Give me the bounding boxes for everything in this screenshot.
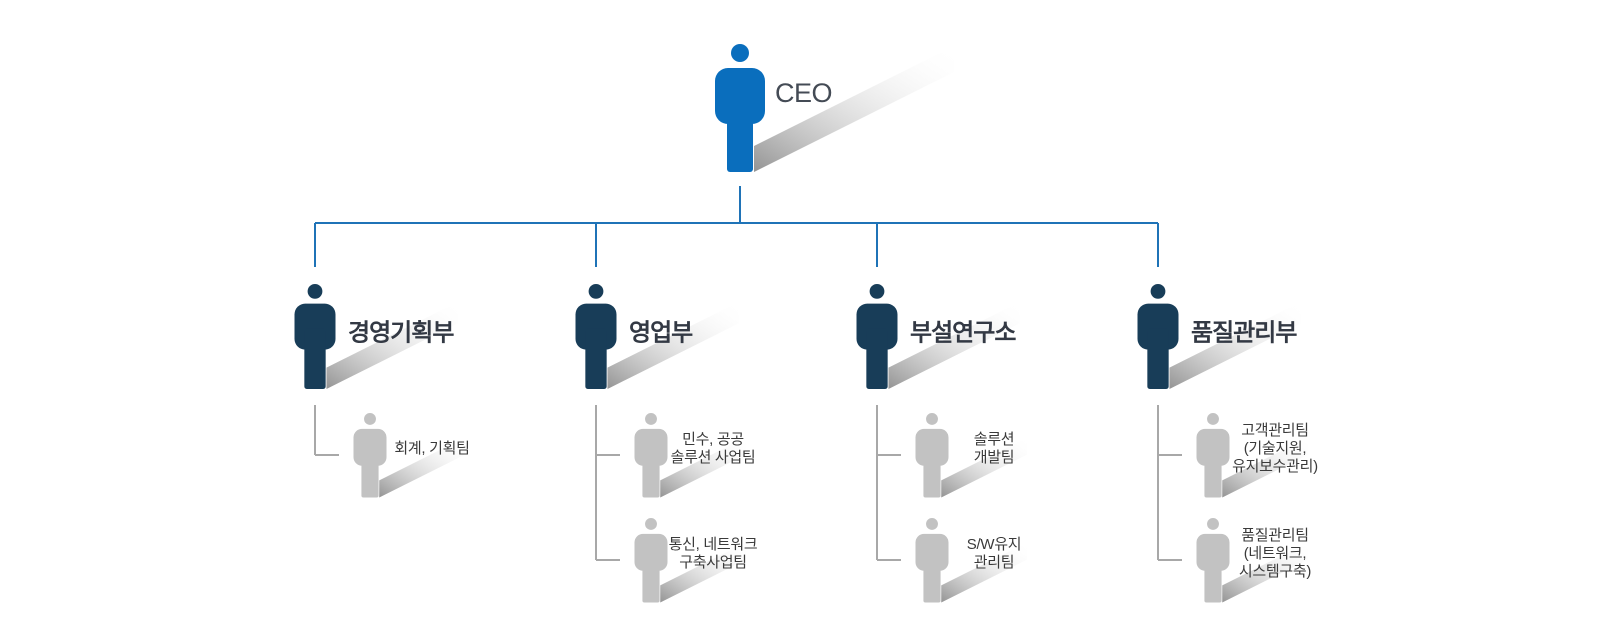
figure-shadow [1222, 542, 1309, 603]
team-name: 개발팀 [974, 449, 1015, 466]
team-name: 시스템구축) [1239, 563, 1312, 580]
team-figure [915, 413, 1028, 498]
figure-shadow [941, 542, 1028, 603]
figure-legs [727, 98, 753, 172]
team-name: S/W유지 [967, 536, 1021, 553]
team-figure [353, 413, 466, 498]
figure-shadow [607, 302, 739, 389]
department-name: 영업부 [629, 319, 693, 346]
figure-head [869, 284, 885, 299]
figure-legs [585, 328, 607, 389]
team-figure [915, 518, 1028, 603]
team-name: 민수, 공공 [682, 431, 744, 448]
department-name: 경영기획부 [348, 319, 454, 346]
department-name: 품질관리부 [1191, 319, 1297, 346]
figure-shadow [1169, 302, 1301, 389]
figure-legs [304, 328, 326, 389]
connectors [314, 186, 1182, 561]
team-name: 고객관리팀 [1241, 422, 1309, 439]
figure-head [364, 413, 376, 425]
ceo-label: CEO [775, 78, 832, 108]
figure-legs [1204, 553, 1222, 603]
team-name: 품질관리팀 [1241, 527, 1309, 544]
figure-legs [642, 553, 660, 603]
figure-shadow [379, 437, 466, 498]
figure-shadow [1222, 437, 1309, 498]
team-name: 솔루션 [974, 431, 1015, 448]
team-name: 유지보수관리) [1232, 458, 1318, 475]
figure-shadow [326, 302, 458, 389]
department-name: 부설연구소 [910, 319, 1016, 346]
team-name: (네트워크, [1244, 545, 1307, 562]
figure-head [645, 518, 657, 530]
figure-shadow [754, 46, 954, 172]
department-figure [575, 284, 739, 389]
department-figure [856, 284, 1020, 389]
team-name: 통신, 네트워크 [669, 536, 758, 553]
figure-shadow [888, 302, 1020, 389]
team-figure [634, 518, 747, 603]
figure-legs [361, 448, 379, 498]
figure-legs [866, 328, 888, 389]
figure-head [645, 413, 657, 425]
team-name: 회계, 기획팀 [394, 440, 469, 457]
figure-legs [923, 448, 941, 498]
team-name: (기술지원, [1244, 440, 1307, 457]
team-name: 관리팀 [974, 554, 1015, 571]
figure-head [1150, 284, 1166, 299]
figure-head [731, 44, 749, 62]
figure-head [307, 284, 323, 299]
department-figure [1137, 284, 1301, 389]
figure-shadow [660, 542, 747, 603]
figure-legs [1147, 328, 1169, 389]
ceo-figure [715, 44, 954, 172]
team-figure [634, 413, 747, 498]
figure-legs [1204, 448, 1222, 498]
figure-legs [642, 448, 660, 498]
team-name: 솔루션 사업팀 [671, 449, 756, 466]
figure-head [926, 413, 938, 425]
figure-head [1207, 413, 1219, 425]
team-figure [1196, 518, 1309, 603]
team-name: 구축사업팀 [679, 554, 747, 571]
figure-legs [923, 553, 941, 603]
figure-shadow [941, 437, 1028, 498]
figure-head [1207, 518, 1219, 530]
figure-shadow [660, 437, 747, 498]
figure-head [588, 284, 604, 299]
department-figure [294, 284, 458, 389]
figure-head [926, 518, 938, 530]
team-figure [1196, 413, 1309, 498]
